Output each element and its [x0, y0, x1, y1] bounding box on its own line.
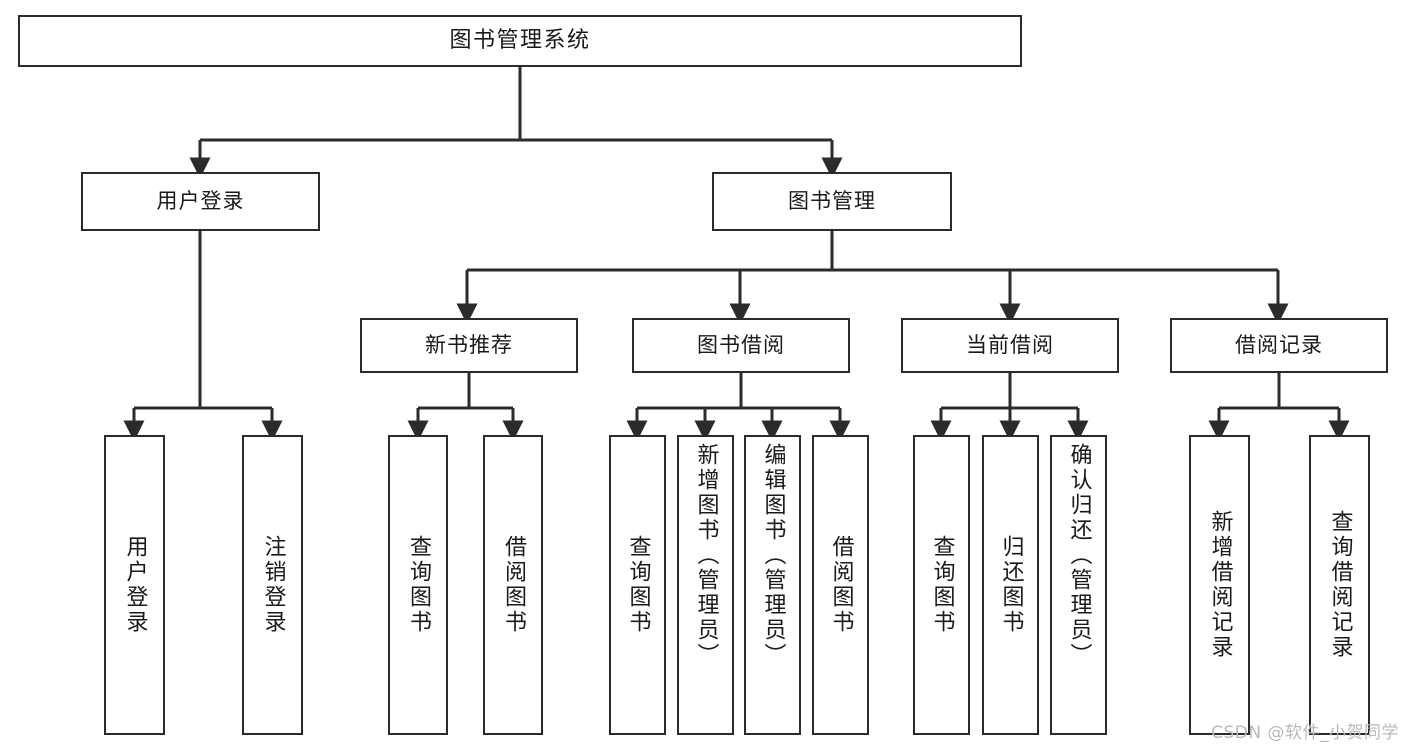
node-leaf-2-查询图书-label: 查询图书 — [406, 535, 431, 635]
node-level1-用户登录-label: 用户登录 — [156, 188, 245, 213]
node-leaf-7-借阅图书[interactable]: 借阅图书 — [812, 435, 869, 735]
node-level2-当前借阅-label: 当前借阅 — [966, 332, 1054, 357]
node-leaf-9-归还图书[interactable]: 归还图书 — [982, 435, 1039, 735]
watermark-label: CSDN @软件_小贺同学 — [1211, 723, 1399, 743]
node-leaf-0-用户登录-label: 用户登录 — [122, 535, 148, 635]
node-leaf-11-新增借阅记录-label: 新增借阅记录 — [1207, 510, 1233, 660]
node-leaf-5-新增图书管理员-label: 新增图书（管理员） — [693, 443, 719, 668]
node-level2-新书推荐[interactable]: 新书推荐 — [360, 318, 578, 373]
node-root-图书管理系统-label: 图书管理系统 — [449, 27, 591, 53]
node-leaf-5-新增图书管理员[interactable]: 新增图书（管理员） — [677, 435, 734, 735]
node-leaf-3-借阅图书[interactable]: 借阅图书 — [483, 435, 543, 735]
node-root-图书管理系统[interactable]: 图书管理系统 — [18, 15, 1022, 67]
node-leaf-6-编辑图书管理员[interactable]: 编辑图书（管理员） — [744, 435, 801, 735]
node-leaf-9-归还图书-label: 归还图书 — [998, 535, 1024, 635]
node-leaf-2-查询图书[interactable]: 查询图书 — [388, 435, 448, 735]
node-leaf-7-借阅图书-label: 借阅图书 — [828, 535, 854, 635]
node-level1-用户登录[interactable]: 用户登录 — [81, 172, 320, 231]
node-level1-图书管理[interactable]: 图书管理 — [712, 172, 952, 231]
node-leaf-4-查询图书-label: 查询图书 — [625, 535, 651, 635]
node-level2-借阅记录[interactable]: 借阅记录 — [1170, 318, 1388, 373]
node-leaf-0-用户登录[interactable]: 用户登录 — [104, 435, 165, 735]
node-leaf-10-确认归还管理员[interactable]: 确认归还（管理员） — [1050, 435, 1107, 735]
node-leaf-8-查询图书[interactable]: 查询图书 — [913, 435, 970, 735]
node-leaf-6-编辑图书管理员-label: 编辑图书（管理员） — [760, 443, 786, 668]
node-level2-新书推荐-label: 新书推荐 — [425, 332, 513, 357]
node-leaf-12-查询借阅记录-label: 查询借阅记录 — [1327, 510, 1353, 660]
node-level2-当前借阅[interactable]: 当前借阅 — [901, 318, 1119, 373]
node-level2-图书借阅[interactable]: 图书借阅 — [632, 318, 850, 373]
node-leaf-11-新增借阅记录[interactable]: 新增借阅记录 — [1189, 435, 1250, 735]
node-leaf-10-确认归还管理员-label: 确认归还（管理员） — [1066, 443, 1092, 668]
node-leaf-4-查询图书[interactable]: 查询图书 — [609, 435, 666, 735]
node-leaf-12-查询借阅记录[interactable]: 查询借阅记录 — [1309, 435, 1370, 735]
node-level2-借阅记录-label: 借阅记录 — [1235, 332, 1323, 357]
node-level1-图书管理-label: 图书管理 — [788, 188, 876, 213]
node-level2-图书借阅-label: 图书借阅 — [697, 332, 785, 357]
node-leaf-1-注销登录-label: 注销登录 — [260, 535, 286, 635]
node-leaf-3-借阅图书-label: 借阅图书 — [501, 535, 526, 635]
node-leaf-8-查询图书-label: 查询图书 — [929, 535, 955, 635]
node-leaf-1-注销登录[interactable]: 注销登录 — [242, 435, 303, 735]
